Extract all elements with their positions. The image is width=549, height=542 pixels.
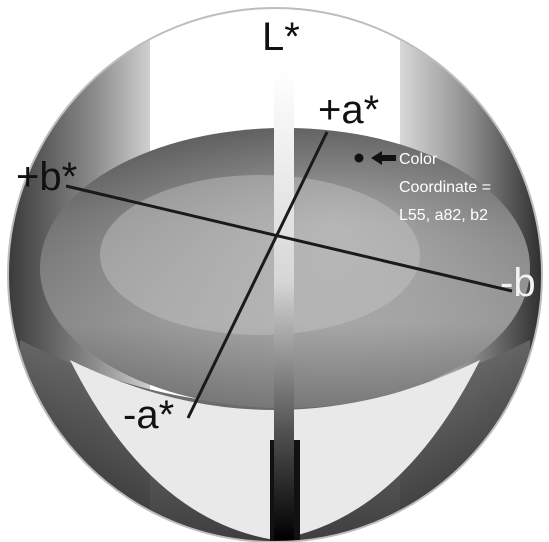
plus-b-axis-label: +b* [16, 155, 77, 199]
lightness-axis-label: L* [262, 15, 300, 59]
callout-line-1: Color [399, 151, 438, 168]
callout-line-3: L55, a82, b2 [399, 207, 488, 224]
minus-b-axis-label: -b [500, 261, 536, 305]
callout-line-2: Coordinate = [399, 179, 491, 196]
minus-a-axis-label: -a* [123, 393, 174, 437]
lightness-axis [274, 70, 294, 540]
plus-a-axis-label: +a* [318, 88, 379, 132]
color-coordinate-dot [355, 154, 364, 163]
